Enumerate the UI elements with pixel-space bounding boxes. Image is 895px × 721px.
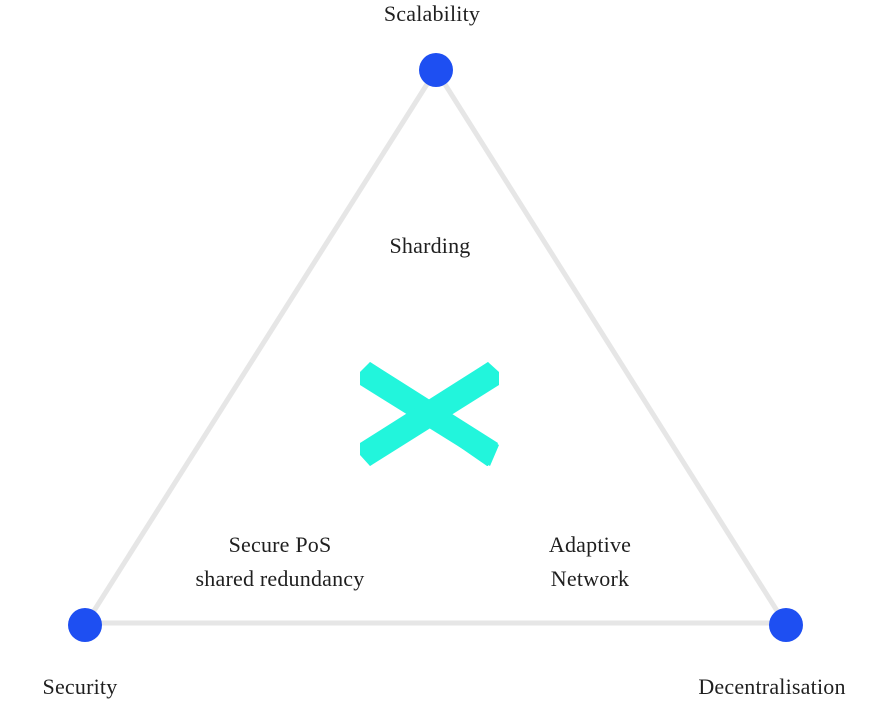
feature-line: Secure PoS: [228, 532, 332, 557]
vertex-label-security: Security: [42, 674, 118, 699]
feature-label-adaptive-network: Adaptive Network: [500, 528, 680, 596]
node-decentralisation: [769, 608, 803, 642]
node-security: [68, 608, 102, 642]
feature-label-sharding: Sharding: [389, 233, 471, 258]
feature-line: shared redundancy: [195, 566, 365, 591]
vertex-label-scalability: Scalability: [383, 1, 481, 26]
feature-line: Network: [550, 566, 630, 591]
x-shaped-logo-icon: [360, 362, 499, 466]
vertex-label-decentralisation: Decentralisation: [698, 674, 846, 699]
node-scalability: [419, 53, 453, 87]
edge-scalability-security: [82, 67, 439, 628]
feature-label-secure-pos: Secure PoS shared redundancy: [150, 528, 410, 596]
edge-scalability-decentralisation: [433, 67, 789, 628]
feature-line: Adaptive: [548, 532, 632, 557]
